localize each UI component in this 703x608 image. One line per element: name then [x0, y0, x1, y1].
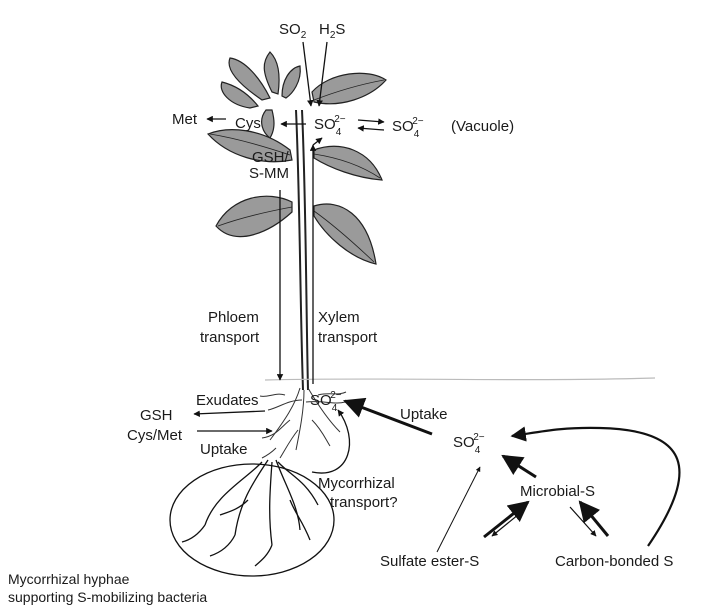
arrow-ester-microbial [484, 502, 528, 537]
label-myco-1: Mycorrhizal [318, 475, 395, 492]
soil-surface-line [265, 378, 655, 380]
label-sulfate-ester: Sulfate ester-S [380, 553, 479, 570]
label-met: Met [172, 111, 198, 128]
arrow-exudates-gsh [194, 411, 265, 414]
arrow-so2-in [303, 42, 311, 106]
label-uptake-left: Uptake [200, 441, 248, 458]
label-microbial-s: Microbial-S [520, 483, 595, 500]
arrow-mycorrhizal-transport [312, 410, 350, 473]
label-myco-2: transport? [330, 494, 398, 511]
label-so4-leaf: SO42− [314, 114, 346, 138]
label-h2s: H2S [319, 21, 345, 41]
arrow-from-vacuole [358, 128, 384, 130]
label-phloem-2: transport [200, 329, 260, 346]
arrow-xylem-to-so4 [313, 138, 322, 145]
label-hyphae-2: supporting S-mobilizing bacteria [8, 589, 207, 605]
label-xylem-2: transport [318, 329, 378, 346]
arrow-microbial-carbon [570, 507, 596, 536]
label-so4-vacuole: SO42− [392, 116, 424, 140]
label-uptake-right: Uptake [400, 406, 448, 423]
label-cys: Cys [235, 115, 261, 132]
label-so4-soil: SO42− [453, 432, 485, 456]
label-carbon-bonded: Carbon-bonded S [555, 553, 673, 570]
label-smm: S-MM [249, 165, 289, 182]
label-so2: SO2 [279, 21, 307, 41]
label-gsh-top: GSH/ [252, 149, 290, 166]
label-hyphae-1: Mycorrhizal hyphae [8, 571, 130, 587]
label-exudates: Exudates [196, 392, 259, 409]
mycorrhizal-hyphae-icon [170, 460, 334, 576]
arrow-ester-so4 [437, 467, 480, 552]
label-xylem-1: Xylem [318, 309, 360, 326]
label-vacuole: (Vacuole) [451, 118, 514, 135]
arrow-to-vacuole [358, 120, 384, 122]
label-phloem-1: Phloem [208, 309, 259, 326]
label-cysmet: Cys/Met [127, 427, 183, 444]
label-so4-root: SO42− [310, 390, 342, 414]
arrow-carbon-microbial [580, 502, 608, 536]
arrow-microbial-so4 [503, 456, 536, 477]
arrow-microbial-ester [492, 510, 524, 536]
label-gsh-left: GSH [140, 407, 173, 424]
